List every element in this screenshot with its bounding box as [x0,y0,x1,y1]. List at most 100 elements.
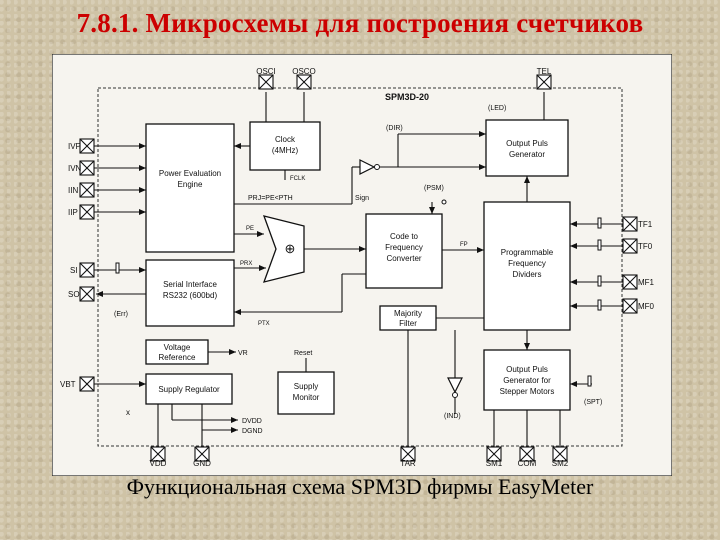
pin-gnd [194,446,210,462]
chip-outline [97,87,623,447]
code-to-frequency-block: Code to Frequency Converter [365,213,443,289]
signal-vr: VR [238,350,248,357]
chip-name: SPM3D-20 [385,92,429,102]
slide-title: 7.8.1. Микросхемы для построения счетчик… [76,8,644,38]
power-label-1: Power Evaluation [159,169,221,178]
signal-prj: PRJ=PE<PTH [248,195,293,202]
prog-label-1: Programmable [501,248,554,257]
pin-sm1 [486,446,502,462]
pin-label-mf1: MF1 [638,278,655,287]
signal-led: (LED) [488,105,506,112]
serial-label-2: RS232 (600bd) [163,291,218,300]
signal-fclk: FCLK [290,176,305,182]
opg-label-1: Output Puls [506,139,548,148]
adder-symbol: ⊕ [285,241,296,256]
signal-dgnd: DGND [242,428,263,435]
pin-markers [115,199,602,387]
pin-label-vbt: VBT [60,380,76,389]
clock-label-1: Clock [275,135,296,144]
signal-sign: Sign [355,195,369,202]
pins [79,74,638,462]
pin-label-osco: OSCO [292,67,316,76]
pin-label-gnd: GND [193,459,211,468]
pin-tar [400,446,416,462]
wires [94,92,624,448]
pin-label-iip: IIP [68,208,78,217]
pin-label-tf0: TF0 [638,242,653,251]
pin-sm2 [552,446,568,462]
pin-iip [79,204,95,220]
major-label-1: Majority [394,309,422,318]
signal-ptx: PTX [258,321,270,327]
pin-label-tel: TEL [537,67,552,76]
pin-si [79,262,95,278]
clock-block: Clock (4MHz) [249,121,321,171]
serial-label-1: Serial Interface [163,280,217,289]
prog-label-2: Frequency [508,259,546,268]
supmon-label-1: Supply [294,382,318,391]
pin-label-tf1: TF1 [638,220,653,229]
code-label-1: Code to [390,232,419,241]
serial-interface-block: Serial Interface RS232 (600bd) [145,259,235,327]
pin-label-sm1: SM1 [486,459,503,468]
pin-so [79,286,95,302]
supreg-label: Supply Regulator [158,385,220,394]
pin-mf0 [622,298,638,314]
majority-filter-block: Majority Filter [379,305,437,331]
signal-prx: PRX [240,261,252,267]
signal-psm: (PSM) [424,185,444,192]
pin-label-mf0: MF0 [638,302,655,311]
pin-label-com: COM [518,459,537,468]
pin-label-si: SI [70,266,78,275]
pin-tf1 [622,216,638,232]
diagram-paper [52,54,672,476]
signal-err: (Err) [114,311,128,318]
signal-x: x [126,408,130,417]
pin-com [519,446,535,462]
signal-spt: (SPT) [584,399,602,406]
power-evaluation-block: Power Evaluation Engine [145,123,235,253]
spm3d-functional-diagram: SPM3D-20 Clock (4MHz) Power Evaluation E… [52,54,672,476]
diagram-caption: Функциональная схема SPM3D фирмы EasyMet… [126,474,594,499]
major-label-2: Filter [399,319,417,328]
opg-label-2: Generator [509,150,545,159]
pin-label-osci: OSCI [256,67,276,76]
pin-label-sm2: SM2 [552,459,569,468]
signal-fp: FP [460,242,468,248]
supmon-label-2: Monitor [293,393,320,402]
pin-label-ivp: IVP [68,142,81,151]
supply-regulator-block: Supply Regulator [145,373,233,405]
pin-tel [536,74,552,90]
pin-label-tar: TAR [400,459,416,468]
pin-label-ivn: IVN [68,164,82,173]
stepper-label-2: Generator for [503,376,551,385]
output-puls-generator-block: Output Puls Generator [485,119,569,177]
pin-label-so: SO [68,290,80,299]
prog-label-3: Dividers [513,270,542,279]
signal-dvdd: DVDD [242,418,262,425]
voltage-reference-block: Voltage Reference [145,339,209,365]
code-label-3: Converter [386,254,421,263]
stepper-label-3: Stepper Motors [500,387,555,396]
pin-vbt [79,376,95,392]
clock-label-2: (4MHz) [272,146,299,155]
power-label-2: Engine [178,180,203,189]
comparator-adder: ⊕ [262,215,305,283]
pin-ivp [79,138,95,154]
signal-dir: (DIR) [386,125,403,132]
supply-monitor-block: Supply Monitor [277,371,335,415]
pin-osco [296,74,312,90]
pin-vdd [150,446,166,462]
pin-label-vdd: VDD [150,459,167,468]
pin-mf1 [622,274,638,290]
stepper-label-1: Output Puls [506,365,548,374]
pin-ivn [79,160,95,176]
pin-osci [258,74,274,90]
programmable-dividers-block: Programmable Frequency Dividers [483,201,571,331]
code-label-2: Frequency [385,243,423,252]
signal-reset: Reset [294,350,312,357]
pin-label-iin: IIN [68,186,78,195]
stepper-generator-block: Output Puls Generator for Stepper Motors [483,349,571,411]
pin-iin [79,182,95,198]
pin-tf0 [622,238,638,254]
